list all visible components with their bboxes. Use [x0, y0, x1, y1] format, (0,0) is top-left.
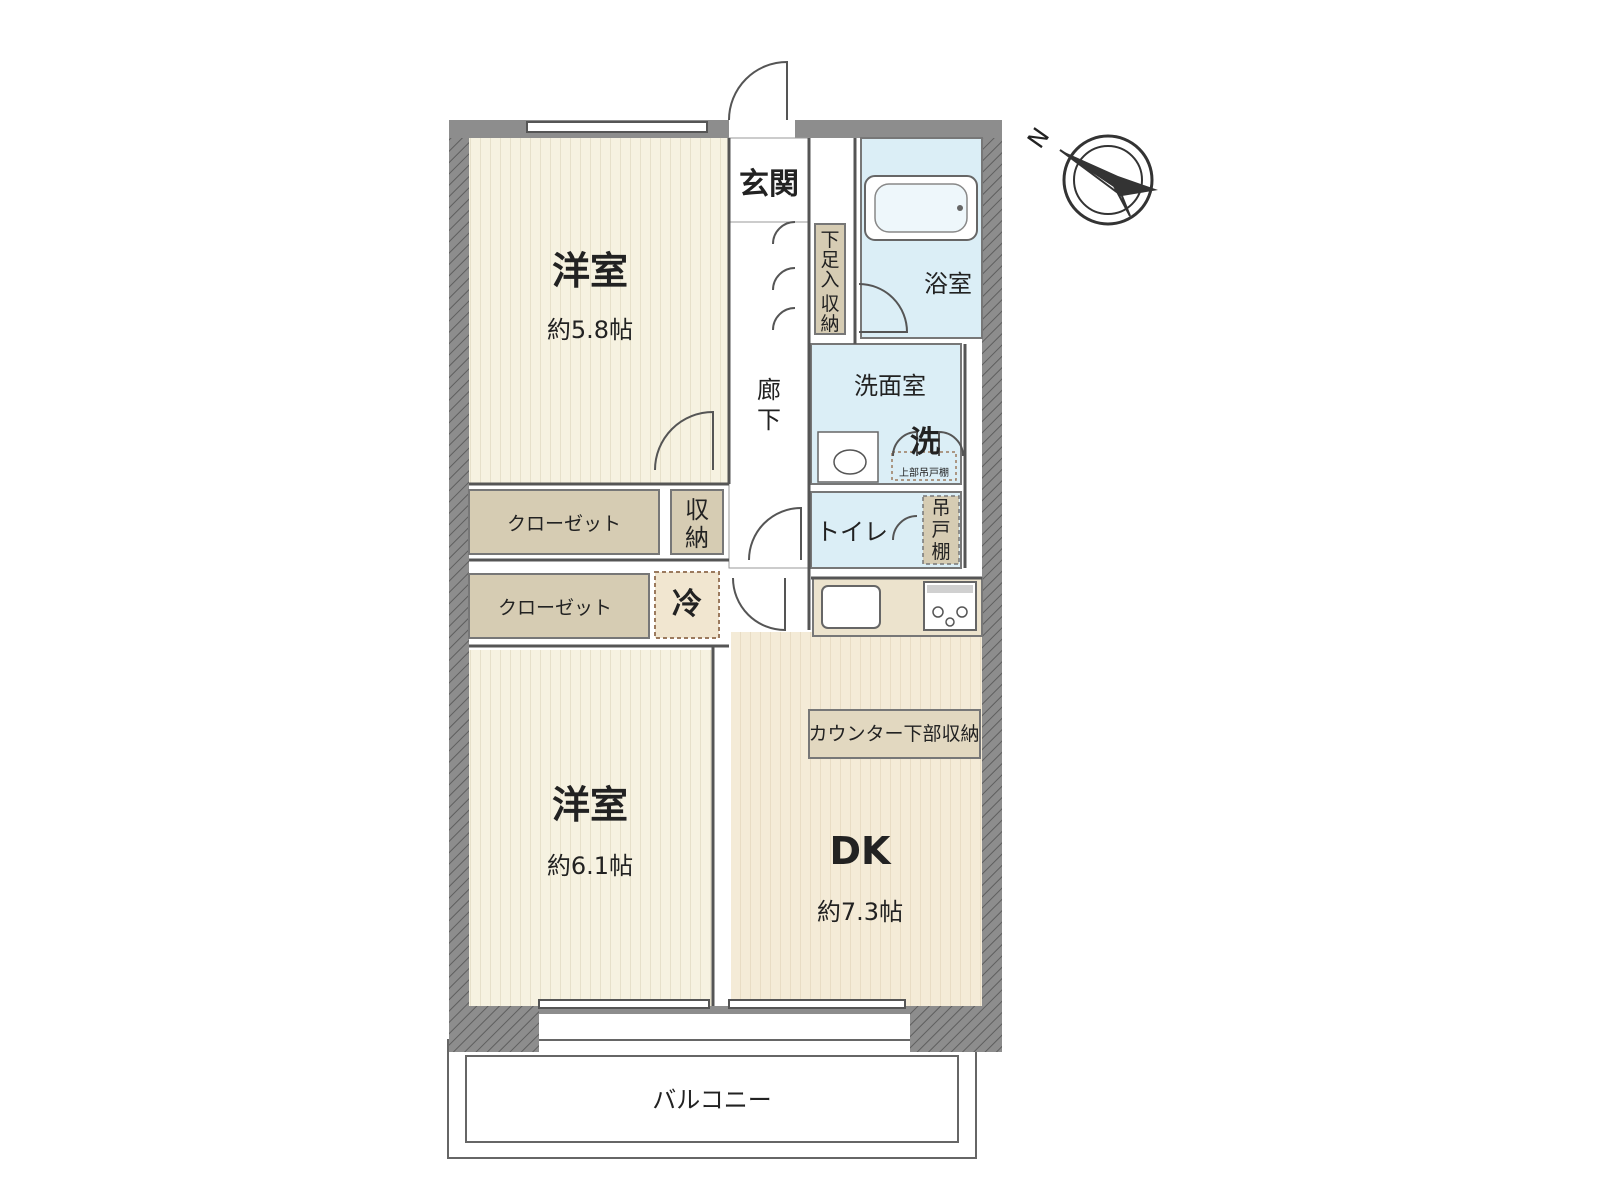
hallway-label-1: 廊 — [757, 376, 781, 404]
room1-size: 約5.8帖 — [547, 316, 633, 344]
washroom-label: 洗面室 — [854, 372, 926, 400]
storage-label-2: 納 — [685, 524, 709, 552]
dk-name: DK — [830, 829, 893, 873]
windows — [526, 121, 906, 1009]
storage-box — [670, 489, 724, 555]
room1-floor — [469, 138, 729, 484]
bath-label: 浴室 — [924, 270, 972, 298]
hanging-cabinet-3: 棚 — [931, 541, 950, 563]
hallway-floor — [728, 221, 810, 569]
hallway-label-2: 下 — [757, 406, 781, 434]
balcony: バルコニー — [447, 1039, 977, 1159]
shoe-storage-2: 足 — [820, 249, 839, 271]
counter-storage-box — [808, 709, 981, 759]
fridge-label: 冷 — [672, 587, 702, 622]
hanging-cabinet-1: 吊 — [931, 497, 950, 519]
laundry-label: 洗 — [910, 425, 940, 460]
closet2-box — [468, 573, 650, 639]
closet1-label: クローゼット — [507, 513, 621, 535]
upper-cabinet-note: 上部吊戸棚 — [899, 466, 949, 479]
bathtub — [864, 175, 978, 241]
room2-size: 約6.1帖 — [547, 852, 633, 880]
closet2-label: クローゼット — [498, 597, 612, 619]
hanging-cabinet-box — [922, 495, 960, 565]
fridge-space — [654, 571, 720, 639]
upper-cabinet-box — [891, 451, 957, 481]
shoe-storage-1: 下 — [820, 229, 839, 251]
shoe-storage-box — [814, 223, 846, 335]
door-swings — [654, 60, 964, 632]
compass-north-label: N — [1022, 123, 1055, 154]
toilet-label: トイレ — [816, 518, 888, 546]
shoe-storage-3: 入 — [820, 269, 839, 291]
entrance-label: 玄関 — [739, 167, 799, 202]
washbasin — [817, 431, 879, 483]
hanging-cabinet-2: 戸 — [931, 519, 950, 541]
dk-floor — [731, 632, 982, 1006]
kitchen-sink — [821, 585, 881, 629]
storage-label-1: 収 — [685, 496, 709, 524]
kitchen-stove — [923, 581, 977, 631]
shoe-storage-5: 納 — [820, 313, 839, 335]
shoe-storage-4: 収 — [820, 293, 839, 315]
inner-walls — [469, 138, 982, 1006]
counter-storage-label: カウンター下部収納 — [808, 723, 979, 745]
closet1-box — [468, 489, 660, 555]
room2-floor — [469, 650, 713, 1006]
balcony-label: バルコニー — [652, 1086, 772, 1114]
outer-walls — [449, 120, 1002, 1052]
compass-icon: N — [1022, 123, 1158, 226]
dk-size: 約7.3帖 — [817, 898, 903, 926]
room2-name: 洋室 — [552, 783, 628, 827]
room1-name: 洋室 — [552, 249, 628, 293]
